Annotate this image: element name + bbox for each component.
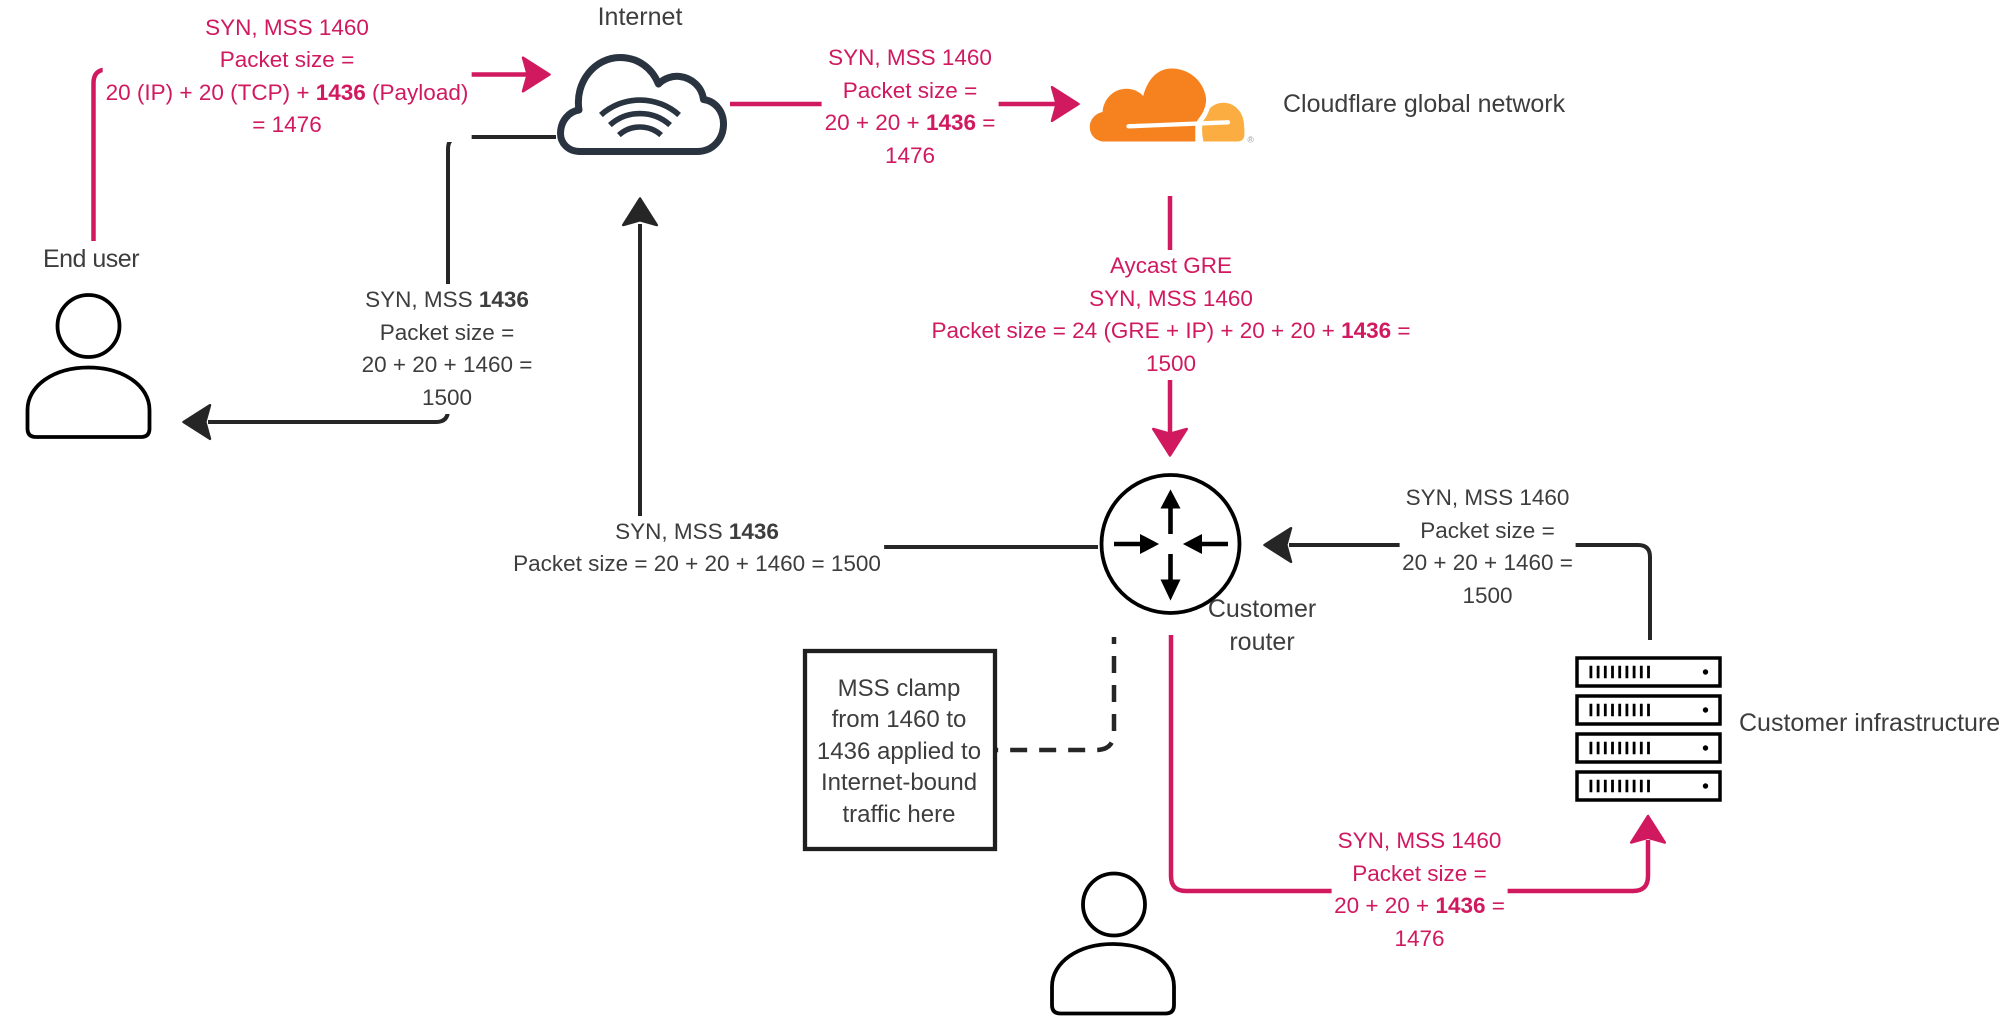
svg-text:®: ®	[1248, 135, 1255, 145]
